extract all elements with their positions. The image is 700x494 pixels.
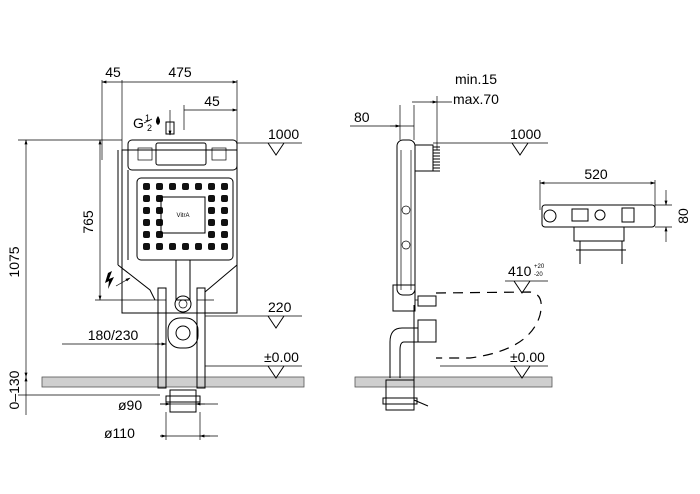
flush-plate-opening: [155, 142, 207, 166]
rib-hole: [221, 219, 228, 226]
dim-1075: 1075: [6, 246, 22, 277]
rib-hole: [208, 207, 215, 214]
dim-max70: max.70: [453, 91, 499, 107]
dim-520: 520: [584, 166, 608, 182]
rib-hole: [195, 243, 202, 250]
rib-hole: [221, 243, 228, 250]
rib-hole: [221, 195, 228, 202]
rib-hole: [143, 183, 150, 190]
rib-hole: [156, 219, 163, 226]
dim-45-right: 45: [204, 93, 220, 109]
dim-80-side: 80: [354, 109, 370, 125]
level-triangle-icon: [267, 142, 285, 156]
top-frame: [541, 204, 656, 228]
dim-zero-front: ±0.00: [264, 349, 299, 365]
dim-zero-side: ±0.00: [510, 349, 545, 365]
rib-hole: [221, 207, 228, 214]
dim-0-130: 0–130: [6, 370, 22, 409]
rib-hole: [169, 243, 176, 250]
side-view: min.15 max.70 80 1000: [350, 71, 553, 411]
wc-bowl-outline: [435, 291, 542, 359]
rib-hole: [156, 243, 163, 250]
dim-45-left: 45: [105, 64, 121, 80]
rib-hole: [143, 195, 150, 202]
rib-hole: [156, 195, 163, 202]
rib-hole: [208, 219, 215, 226]
rib-hole: [182, 183, 189, 190]
rib-hole: [221, 183, 228, 190]
dim-220: 220: [268, 299, 292, 315]
front-view: 45 475 45 G 1 2 VitrA: [6, 64, 305, 441]
rib-hole: [156, 207, 163, 214]
brand-logo: VitrA: [177, 213, 190, 219]
dim-min15: min.15: [455, 71, 497, 87]
dim-410-tol-upper: +20: [534, 264, 545, 270]
rib-hole: [156, 231, 163, 238]
rib-hole: [143, 219, 150, 226]
rib-hole: [143, 243, 150, 250]
floor-slab: [41, 376, 305, 388]
side-frame-profile: [396, 139, 416, 296]
rib-hole: [169, 183, 176, 190]
dim-d110: ø110: [104, 425, 135, 441]
top-view: 520 80: [539, 166, 691, 264]
dim-475: 475: [168, 64, 192, 80]
dim-1000-front: 1000: [268, 126, 299, 142]
rib-hole: [208, 231, 215, 238]
floor-slab-side: [354, 376, 553, 388]
lightning-icon: [105, 271, 114, 289]
rib-hole: [208, 183, 215, 190]
rib-hole: [156, 183, 163, 190]
top-bracket: [573, 226, 625, 242]
dim-d90: ø90: [118, 397, 142, 413]
rib-hole: [221, 231, 228, 238]
dim-1000-side: 1000: [510, 126, 541, 142]
inlet-label-g: G: [133, 115, 144, 131]
rib-hole: [182, 243, 189, 250]
water-drop-icon: [156, 116, 160, 125]
dim-180-230: 180/230: [88, 327, 139, 343]
rib-hole: [143, 207, 150, 214]
dim-410-tol-lower: -20: [534, 272, 543, 278]
inlet-label-num: 1: [145, 113, 150, 123]
rib-hole: [208, 243, 215, 250]
side-flush-box: [414, 144, 434, 172]
rib-hole: [143, 231, 150, 238]
rib-hole: [208, 195, 215, 202]
dim-765: 765: [80, 210, 96, 234]
dim-80-top: 80: [675, 208, 691, 224]
inlet-label-den: 2: [147, 123, 152, 133]
frame-outer: [121, 149, 238, 314]
dim-410: 410: [508, 263, 532, 279]
rib-hole: [195, 183, 202, 190]
